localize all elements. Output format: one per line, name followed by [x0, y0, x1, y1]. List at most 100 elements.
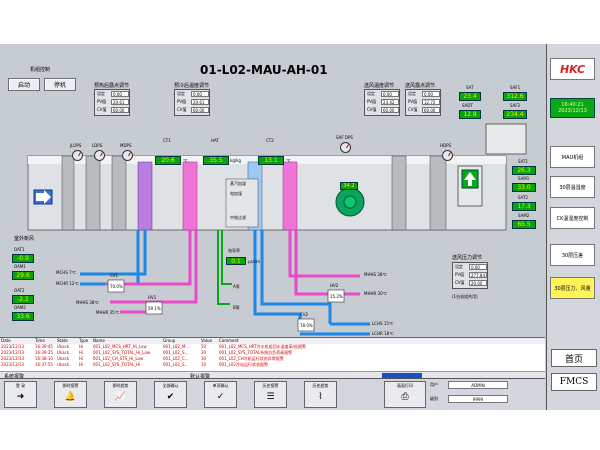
- alarm-cell: 30: [201, 356, 207, 361]
- humidifier-item: 蒸汽加湿: [230, 181, 246, 186]
- alarm-cell: 001_L02冷站运行状态报警: [219, 362, 268, 367]
- alarm-cell: Ukack: [57, 362, 70, 367]
- filter-label: HDPS: [440, 143, 452, 148]
- pv-field: 20.61: [111, 99, 129, 105]
- fmcs-button[interactable]: FMCS: [551, 373, 597, 391]
- tab-default-alarm[interactable]: 默认报警: [190, 374, 211, 380]
- oam1-label: OAM1: [14, 264, 26, 269]
- level-value: 9999: [448, 395, 508, 403]
- alarm-header: Comment: [219, 338, 239, 343]
- sat2-label: SAT2: [518, 195, 529, 200]
- valve-opening[interactable]: 59.1%: [148, 306, 161, 311]
- toolbar-label: 登 录: [15, 383, 26, 388]
- setpoint-field[interactable]: 0.00: [191, 91, 209, 97]
- valve-opening[interactable]: 70.0%: [110, 284, 123, 289]
- oat1-label: OAT1: [14, 247, 25, 252]
- valve-opening[interactable]: 78.0%: [300, 323, 313, 328]
- dp-gauge-icon: [122, 150, 133, 161]
- sat2-value: 17.3: [512, 202, 536, 211]
- clock-display: 16:40:21 2023/12/13: [550, 98, 595, 118]
- row-label: PV值: [455, 272, 465, 277]
- dp-gauge-icon: [94, 150, 105, 161]
- ack-single-icon: ✓: [216, 392, 225, 402]
- alarm-cell: 001_L02_S...: [163, 350, 189, 355]
- tab-system-alarm[interactable]: 系统报警: [4, 374, 25, 380]
- alarm-cell: Hi: [79, 356, 84, 361]
- row-label: 设定: [97, 91, 105, 96]
- hat-label: HAT: [211, 138, 219, 143]
- pv-field: 20.61: [191, 99, 209, 105]
- sam2-label: SAM2: [518, 213, 530, 218]
- valve-label: CV1: [110, 273, 119, 278]
- setpoint-field[interactable]: 0.00: [381, 91, 399, 97]
- nav-30f-pressure-diff[interactable]: 30层压差: [550, 244, 595, 266]
- print-screen-button[interactable]: 画面打印⎙: [384, 381, 426, 408]
- valve-opening[interactable]: 15.2%: [330, 294, 343, 299]
- row-label: PV值: [97, 99, 107, 104]
- nav-30f-temp-humidity[interactable]: 30层温湿度: [550, 176, 595, 198]
- precool-panel-title: 预冷后温度调节: [174, 83, 210, 89]
- filter-label: SAF DPS: [336, 135, 353, 140]
- alarm-cell: Hi: [79, 362, 84, 367]
- realtime-trend-button[interactable]: 即时趋势📈: [104, 381, 137, 408]
- pipe-label: LCHS 15℃: [372, 321, 394, 326]
- preheat-panel-title: 预热后露点调节: [94, 83, 130, 89]
- history-trend-button[interactable]: 历史趋势⌇: [304, 381, 337, 408]
- toolbar-label: 单项确认: [212, 383, 229, 388]
- ack-all-button[interactable]: 全部确认✔: [154, 381, 187, 408]
- alarm-cell: 2023/12/13: [1, 362, 25, 367]
- sam1-label: SAM1: [518, 176, 530, 181]
- alarm-cell: 16:37:55: [35, 362, 53, 367]
- alarm-scrollbar[interactable]: [382, 373, 422, 378]
- alarm-header: Group: [163, 338, 176, 343]
- dp-gauge-icon: [442, 150, 453, 161]
- start-button[interactable]: 启动: [8, 78, 40, 91]
- setpoint-field[interactable]: 0.00: [422, 91, 440, 97]
- alarm-cell: 16:39:45: [35, 344, 53, 349]
- nav-30f-pressure-flow[interactable]: 30层压力、风量: [550, 277, 595, 299]
- filter-label: JLOPS: [70, 143, 82, 148]
- alarm-header: State: [57, 338, 68, 343]
- sam2-value: 65.5: [512, 220, 536, 229]
- row-label: CV值: [455, 280, 465, 285]
- row-label: 设定: [367, 91, 375, 96]
- alarm-cell: 001_L02_C...: [163, 356, 189, 361]
- pv-field: 23.42: [381, 99, 399, 105]
- setpoint-field[interactable]: 0.00: [469, 264, 487, 270]
- home-button[interactable]: 首页: [551, 349, 597, 367]
- toolbar-label: 即时报警: [62, 383, 79, 388]
- pipe-label: MHHR 30℃: [364, 291, 388, 296]
- supply-fan-icon[interactable]: [336, 188, 364, 216]
- row-label: CV值: [367, 107, 377, 112]
- sadt-value: 12.8: [459, 110, 481, 119]
- alarm-cell: Hi: [79, 344, 84, 349]
- filter-label: LDPS: [92, 143, 103, 148]
- login-button[interactable]: 登 录➜: [4, 381, 37, 408]
- realtime-alarm-button[interactable]: 即时报警🔔: [54, 381, 87, 408]
- row-label: 设定: [455, 264, 463, 269]
- pump-b-label: B泵: [233, 305, 240, 310]
- ack-all-icon: ✔: [166, 392, 175, 402]
- stop-button[interactable]: 停机: [44, 78, 76, 91]
- ct2-label: CT2: [266, 138, 274, 143]
- ct1-label: CT1: [163, 138, 171, 143]
- cv-field: 60.00: [191, 107, 209, 113]
- history-alarm-button[interactable]: 历史报警☰: [254, 381, 287, 408]
- nav-ck-control[interactable]: CK温湿度控制: [550, 207, 595, 229]
- nav-mau-unit[interactable]: MAU机组: [550, 146, 595, 168]
- saf2-value: 234.4: [503, 110, 527, 119]
- pipe-label: LCHR 18℃: [372, 331, 394, 336]
- ack-single-button[interactable]: 单项确认 ✓: [204, 381, 237, 408]
- ct2-value: 13.1: [258, 156, 284, 165]
- setpoint-field[interactable]: 0.00: [111, 91, 129, 97]
- brand-logo: HKC: [550, 58, 595, 80]
